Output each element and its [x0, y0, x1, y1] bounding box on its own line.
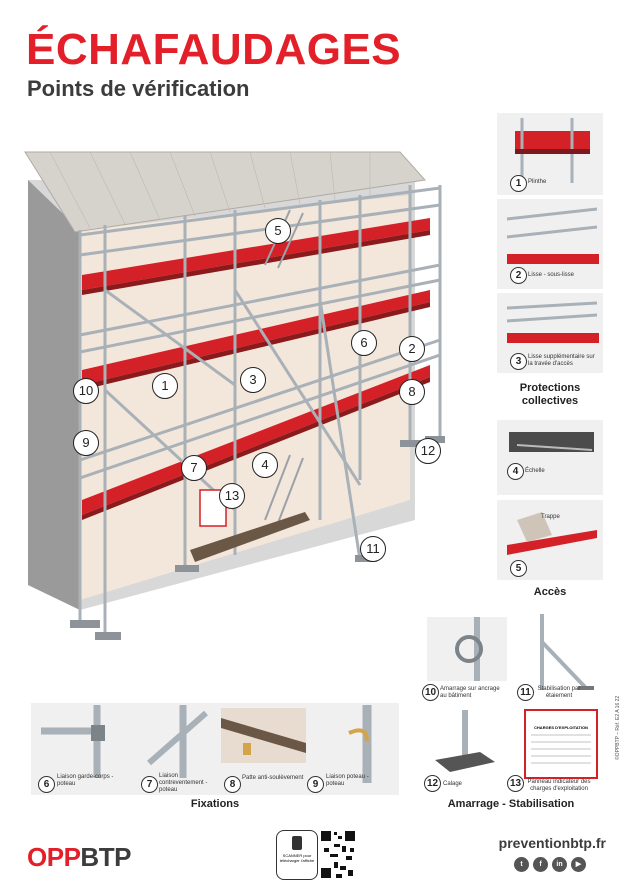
qr-code[interactable]	[320, 830, 356, 880]
detail-trappe: Trappe 5	[497, 500, 603, 580]
twitter-icon[interactable]: t	[514, 857, 529, 872]
detail-etaiement	[540, 614, 594, 690]
badge-10: 10	[422, 684, 439, 701]
caption-calage: Calage	[443, 781, 463, 787]
caption-liaison-garde-corps: Liaison garde-corps - poteau	[57, 774, 114, 787]
marker-1: 1	[152, 373, 178, 399]
badge-9: 9	[307, 776, 324, 793]
detail-plinthe: 1 Plinthe	[497, 113, 603, 195]
caption-lisse: Lisse - sous-lisse	[528, 272, 575, 278]
badge-5: 5	[510, 560, 527, 577]
caption-panneau: Panneau indicateur des charges d'exploit…	[527, 779, 591, 792]
page-title: ÉCHAFAUDAGES	[26, 25, 402, 74]
marker-9: 9	[73, 430, 99, 456]
caption-liaison-poteau: Liaison poteau - poteau	[326, 774, 369, 787]
youtube-icon[interactable]: ▶	[571, 857, 586, 872]
marker-6: 6	[351, 330, 377, 356]
badge-2: 2	[510, 267, 527, 284]
reference-code: ©OPPBTP – Réf. E2 A 16 22	[615, 695, 621, 760]
access-deck	[190, 512, 310, 562]
sign-title: CHARGES D'EXPLOITATION	[534, 725, 588, 730]
platform-top	[82, 218, 430, 290]
website-link[interactable]: preventionbtp.fr	[498, 835, 606, 851]
building-facade	[80, 195, 410, 600]
fixations-panel: 6 Liaison garde-corps - poteau 7 Liaison…	[31, 703, 399, 795]
detail-amarrage	[427, 617, 507, 681]
caption-etaiement: Stabilisation par étaiement	[537, 686, 581, 699]
badge-11: 11	[517, 684, 534, 701]
detail-panneau: CHARGES D'EXPLOITATION	[524, 709, 598, 779]
building-side	[28, 180, 80, 610]
badge-12: 12	[424, 775, 441, 792]
marker-11: 11	[360, 536, 386, 562]
marker-10: 10	[73, 378, 99, 404]
linkedin-icon[interactable]: in	[552, 857, 567, 872]
heading-acces: Accès	[533, 586, 567, 598]
badge-8: 8	[224, 776, 241, 793]
marker-4: 4	[252, 452, 278, 478]
scaffold-illustration	[24, 151, 445, 640]
oppbtp-logo[interactable]: OPPBTP	[27, 842, 131, 872]
detail-echelle: 4 Échelle	[497, 420, 603, 495]
heading-protections: Protections collectives	[519, 382, 581, 407]
detail-lisse-sup: 3 Lisse supplémentaire sur la travée d'a…	[497, 293, 603, 373]
caption-lisse-sup: Lisse supplémentaire sur la travée d'acc…	[528, 354, 595, 367]
detail-lisse: 2 Lisse - sous-lisse	[497, 199, 603, 289]
platform-mid	[82, 290, 430, 385]
caption-echelle: Échelle	[525, 468, 545, 474]
marker-2: 2	[399, 336, 425, 362]
heading-amarrage: Amarrage - Stabilisation	[447, 798, 575, 810]
scan-badge: SCANNER pour télécharger l'affiche	[276, 830, 318, 880]
page-subtitle: Points de vérification	[27, 76, 250, 101]
badge-6: 6	[38, 776, 55, 793]
badge-3: 3	[510, 353, 527, 370]
scan-label: SCANNER pour télécharger l'affiche	[279, 853, 315, 863]
roof	[24, 151, 426, 233]
marker-8: 8	[399, 379, 425, 405]
caption-amarrage: Amarrage sur ancrage au bâtiment	[440, 686, 500, 699]
caption-liaison-contreventement: Liaison contreventement - poteau	[159, 773, 208, 793]
marker-12: 12	[415, 438, 441, 464]
caption-plinthe: Plinthe	[528, 179, 547, 185]
heading-fixations: Fixations	[190, 798, 240, 810]
marker-13: 13	[219, 483, 245, 509]
marker-3: 3	[240, 367, 266, 393]
badge-7: 7	[141, 776, 158, 793]
phone-icon	[292, 836, 302, 850]
platform-low	[82, 365, 430, 515]
facebook-icon[interactable]: f	[533, 857, 548, 872]
detail-calage	[435, 710, 495, 772]
badge-4: 4	[507, 463, 524, 480]
marker-5: 5	[265, 218, 291, 244]
caption-patte: Patte anti-soulèvement	[242, 775, 304, 781]
caption-trappe: Trappe	[541, 514, 560, 520]
marker-7: 7	[181, 455, 207, 481]
badge-1: 1	[510, 175, 527, 192]
badge-13: 13	[507, 775, 524, 792]
